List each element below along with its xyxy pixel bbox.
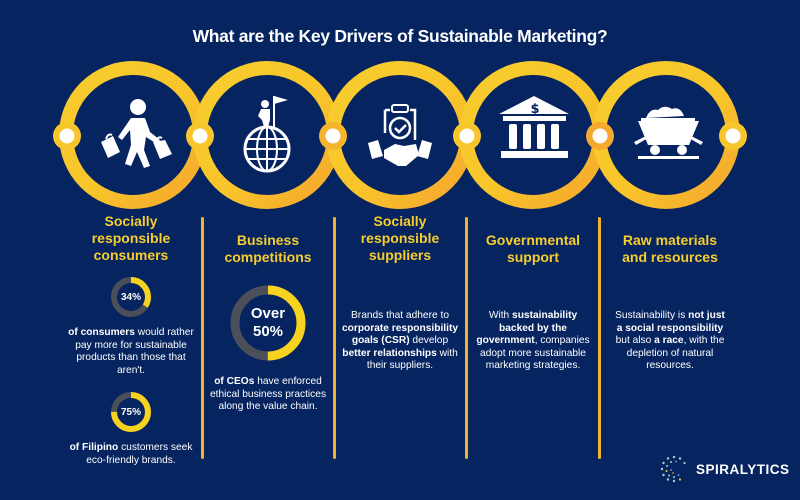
stat-text: would rather pay more for sustainable pr…: [75, 327, 194, 376]
driver-title: Raw materials and resources: [605, 232, 735, 266]
spiral-dots-logo-icon: [660, 455, 686, 483]
driver-title: Socially responsible suppliers: [340, 213, 460, 264]
title-line: responsible: [91, 230, 171, 246]
ring-chain: $: [53, 61, 747, 209]
government-bank-dollar-icon: $: [499, 96, 569, 158]
donut-value-line: 50%: [252, 323, 284, 340]
text-run: With: [488, 310, 513, 321]
driver-raw-materials-and-resources: Raw materials and resources Sustainabili…: [605, 232, 735, 373]
clipboard-handshake-icon: [368, 104, 432, 166]
donut-stat-34: 34%: [110, 276, 152, 318]
title-line: and resources: [622, 249, 718, 265]
donut-value-line: Over: [250, 305, 286, 322]
title-line: support: [506, 249, 560, 265]
title-line: competitions: [224, 249, 312, 265]
text-run: Sustainability is: [615, 310, 689, 321]
stat-bold-text: of consumers: [68, 327, 135, 338]
column-divider: [333, 217, 336, 459]
svg-text:$: $: [530, 102, 539, 117]
connector-dot: [453, 122, 481, 150]
column-divider: [201, 217, 204, 459]
mine-cart-icon: [634, 106, 703, 159]
connector-dot: [319, 122, 347, 150]
driver-socially-responsible-suppliers: Socially responsible suppliers Brands th…: [340, 213, 460, 373]
stat-description: of consumers would rather pay more for s…: [66, 327, 196, 377]
column-divider: [465, 217, 468, 459]
title-line: suppliers: [368, 247, 432, 263]
driver-title: Socially responsible consumers: [66, 213, 196, 264]
text-run: Brands that adhere to: [351, 310, 449, 321]
driver-business-competitions: Business competitions Over 50% of CEOs h…: [207, 232, 329, 414]
connector-dot: [53, 122, 81, 150]
title-line: Socially: [104, 213, 158, 229]
text-run-bold: sustainability backed by the government: [476, 310, 578, 346]
title-line: responsible: [360, 230, 440, 246]
text-run: , companies adopt more sustainable marke…: [480, 335, 590, 371]
brand-name: SPIRALYTICS: [696, 461, 790, 477]
stat-text: customers seek eco-friendly brands.: [86, 442, 193, 466]
donut-value: 34%: [120, 291, 141, 303]
ring-4: [459, 61, 607, 209]
stat-bold-text: of Filipino: [69, 442, 119, 453]
text-run-bold: not just a social responsibility: [616, 310, 725, 334]
driver-description: With sustainability backed by the govern…: [472, 310, 594, 373]
text-run-bold: corporate responsibility goals (CSR): [341, 322, 459, 347]
text-run: , with the depletion of natural resource…: [626, 335, 725, 371]
driver-title: Business competitions: [207, 232, 329, 266]
page-title: What are the Key Drivers of Sustainable …: [192, 26, 608, 46]
person-on-globe-with-flag-icon: [243, 96, 291, 173]
connector-dot: [586, 122, 614, 150]
title-line: Socially: [373, 213, 427, 229]
brand-logo: SPIRALYTICS: [660, 455, 790, 483]
title-line: Business: [236, 232, 300, 248]
driver-description: Brands that adhere to corporate responsi…: [340, 310, 460, 373]
text-run-bold: better relationships: [342, 347, 437, 359]
column-divider: [598, 217, 601, 459]
text-run: develop: [409, 335, 449, 346]
donut-stat-over-50: Over 50%: [229, 284, 307, 362]
driver-socially-responsible-consumers: Socially responsible consumers 34% of co…: [66, 213, 196, 467]
donut-value: 75%: [120, 406, 141, 418]
text-run: with their suppliers.: [366, 347, 458, 372]
stat-text: have enforced ethical business practices…: [209, 376, 327, 412]
ring-3: [326, 61, 474, 209]
connector-dot: [186, 122, 214, 150]
shopper-with-bags-icon: [101, 99, 172, 168]
stat-bold-text: of CEOs: [214, 376, 255, 387]
connector-dot: [719, 122, 747, 150]
driver-governmental-support: Governmental support With sustainability…: [472, 232, 594, 373]
text-run-bold: a race: [654, 335, 684, 346]
donut-stat-75: 75%: [110, 391, 152, 433]
stat-description: of Filipino customers seek eco-friendly …: [66, 442, 196, 467]
driver-title: Governmental support: [472, 232, 594, 266]
title-line: Raw materials: [622, 232, 718, 248]
text-run: but also: [615, 335, 655, 346]
title-line: consumers: [93, 247, 169, 263]
title-line: Governmental: [485, 232, 581, 248]
donut-value: Over 50%: [229, 284, 307, 362]
driver-description: Sustainability is not just a social resp…: [605, 310, 735, 373]
stat-description: of CEOs have enforced ethical business p…: [207, 376, 329, 414]
